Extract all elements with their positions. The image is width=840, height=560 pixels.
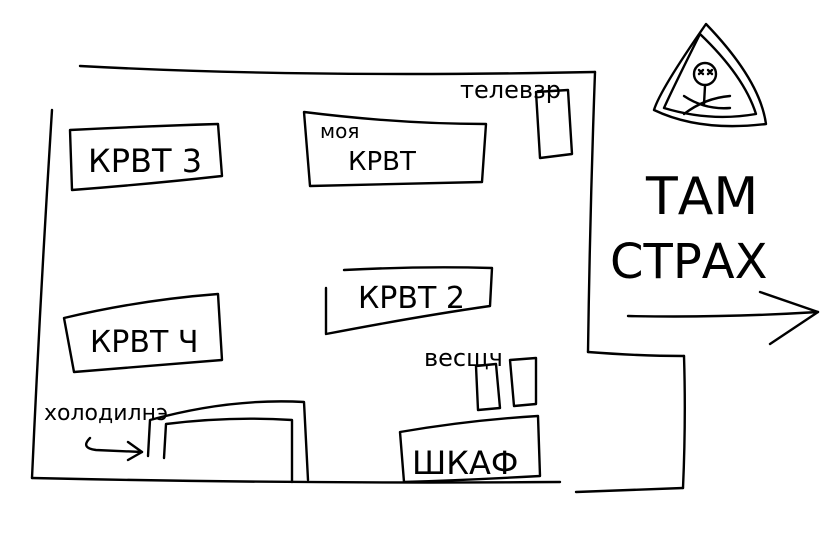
exit-arrow-icon: [626, 290, 820, 346]
bed-3: КРВТ 3: [68, 122, 224, 192]
my-bed: моя КРВТ: [302, 110, 488, 188]
bed-4: КРВТ Ч: [62, 292, 224, 374]
wardrobe: ШКАФ: [398, 414, 542, 484]
tv-label: телевзр: [460, 76, 561, 104]
there-label: ТАМ: [645, 167, 758, 227]
bed-3-label: КРВТ 3: [88, 142, 202, 180]
fridge-label: холодилнэ: [44, 401, 168, 426]
stuff-boxes: весщч: [424, 344, 538, 412]
wardrobe-label: ШКАФ: [412, 444, 518, 482]
danger-skull-sign-icon: [652, 22, 768, 128]
fear-warning: ТАМ СТРАХ: [610, 167, 768, 290]
fridge-arrow-icon: [84, 436, 144, 462]
my-bed-label-line2: КРВТ: [348, 147, 416, 177]
room-walls: [30, 64, 686, 494]
stuff-label: весщч: [424, 344, 503, 372]
bed-2-label: КРВТ 2: [358, 281, 465, 316]
fear-label: СТРАХ: [610, 234, 768, 290]
fridge: холодилнэ: [44, 400, 310, 484]
tv-stand: телевзр: [460, 76, 574, 160]
bed-4-label: КРВТ Ч: [90, 325, 198, 360]
bed-2: КРВТ 2: [324, 266, 494, 336]
my-bed-label: моя: [320, 119, 359, 143]
